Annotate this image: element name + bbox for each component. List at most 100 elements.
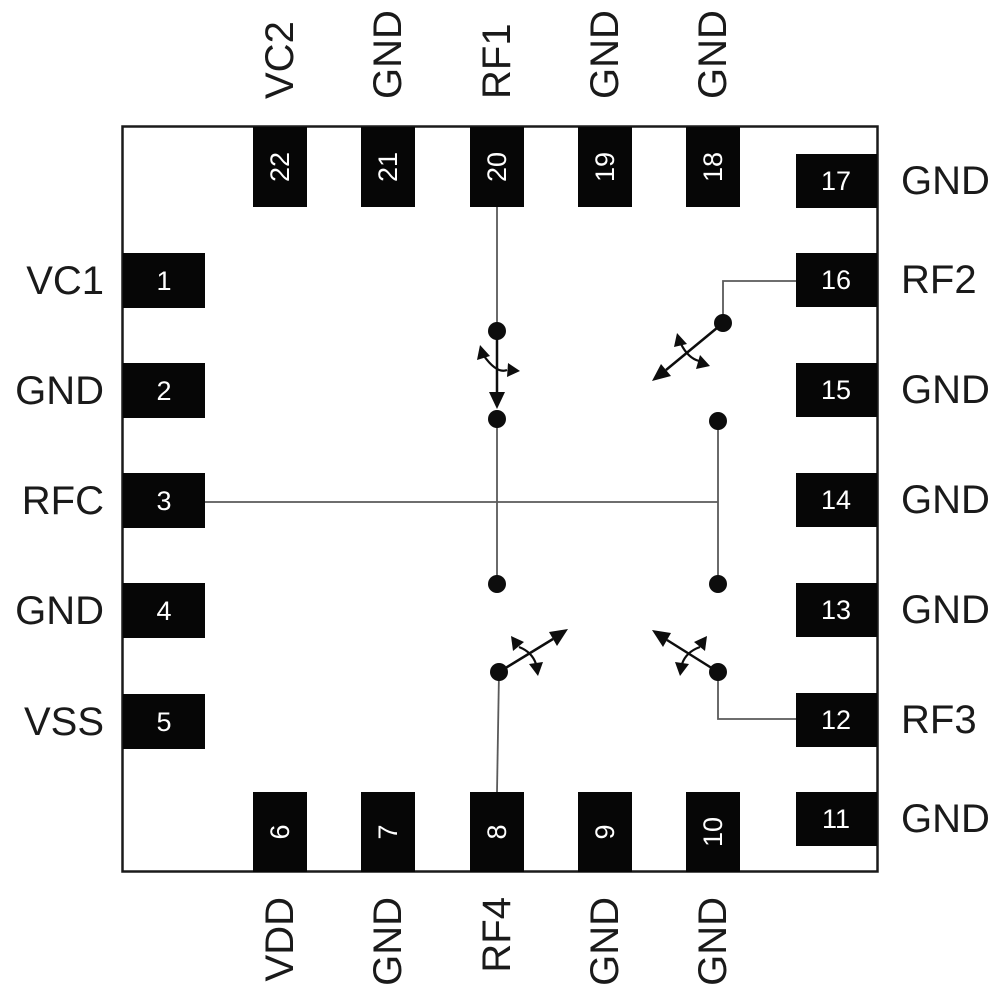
rf3-motion-head-down (675, 662, 689, 676)
rf4-switch (490, 629, 568, 681)
pad-pin-17 (796, 154, 877, 208)
pin-label-21: GND (366, 10, 410, 99)
pin-number-17: 17 (821, 166, 851, 196)
pin-label-5: VSS (24, 700, 104, 744)
pad-pin-14 (796, 473, 877, 527)
pin-number-16: 16 (821, 265, 851, 295)
pad-pin-7 (361, 792, 415, 872)
pad-pin-12 (796, 693, 877, 747)
pin-number-4: 4 (156, 596, 171, 626)
rf1-throw-dot (488, 410, 506, 428)
pad-pin-6 (253, 792, 307, 872)
rf2-feed-wire (722, 280, 796, 323)
pin-9: 9 GND (578, 792, 632, 986)
pin-number-2: 2 (156, 376, 171, 406)
rf2-motion-head-down (696, 355, 710, 369)
pin-label-3: RFC (22, 479, 104, 523)
pin-number-11: 11 (822, 804, 850, 834)
pad-pin-18 (686, 127, 740, 207)
pin-7: 7 GND (361, 792, 415, 986)
pad-pin-1 (123, 253, 205, 308)
pin-label-15: GND (901, 368, 990, 412)
pin-15: 15 GND (796, 363, 990, 417)
pin-1: 1 VC1 (26, 253, 205, 308)
pin-2: 2 GND (15, 363, 205, 418)
pin-17: 17 GND (796, 154, 990, 208)
pin-number-7: 7 (373, 824, 403, 839)
rf2-switch (652, 314, 732, 593)
pad-pin-5 (123, 694, 205, 749)
pin-number-13: 13 (821, 595, 851, 625)
rf1-switch (477, 322, 520, 593)
rf2-motion-arrow-icon (680, 343, 700, 363)
rf4-motion-head-up (511, 636, 524, 651)
pad-pin-3 (123, 473, 205, 528)
rf4-arrowhead-icon (549, 629, 568, 646)
pin-label-7: GND (366, 897, 410, 986)
pin-5: 5 VSS (24, 694, 205, 749)
pin-13: 13 GND (796, 583, 990, 637)
pin-number-22: 22 (265, 152, 295, 182)
pin-number-18: 18 (698, 152, 728, 182)
pin-19: 19 GND (578, 10, 632, 207)
rf3-switch (652, 630, 727, 681)
pin-18: 18 GND (686, 10, 740, 207)
pin-label-2: GND (15, 369, 104, 413)
pin-number-5: 5 (156, 707, 171, 737)
pin-label-6: VDD (258, 897, 302, 981)
rf2-junction-dot (714, 314, 732, 332)
pin-label-14: GND (901, 478, 990, 522)
pin-label-11: GND (901, 797, 990, 841)
internal-schematic (205, 207, 796, 793)
rf1-junction-dot (488, 322, 506, 340)
pin-number-9: 9 (590, 824, 620, 839)
rf3-motion-arrow-icon (680, 645, 701, 665)
pin-16: 16 RF2 (796, 253, 977, 307)
pin-12: 12 RF3 (796, 693, 977, 747)
rf4-switch-arm (498, 637, 554, 674)
pad-pin-10 (686, 792, 740, 872)
pin-4: 4 GND (15, 583, 205, 638)
pin-6: 6 VDD (253, 792, 307, 981)
pad-pin-2 (123, 363, 205, 418)
pad-pin-4 (123, 583, 205, 638)
pad-pin-8 (470, 792, 524, 872)
rf2-arrowhead-icon (652, 364, 671, 381)
pin-10: 10 GND (686, 792, 740, 986)
pin-label-12: RF3 (901, 698, 977, 742)
pin-label-18: GND (691, 10, 735, 99)
pin-number-12: 12 (821, 705, 851, 735)
rf1-arrowhead-icon (489, 392, 505, 409)
rf3-motion-head-up (694, 636, 707, 651)
pin-11: 11 GND (796, 792, 990, 846)
pin-label-22: VC2 (258, 21, 302, 99)
pin-number-19: 19 (590, 152, 620, 182)
pin-number-3: 3 (156, 486, 171, 516)
rf2-switch-arm (665, 322, 724, 371)
pad-pin-19 (578, 127, 632, 207)
pin-label-10: GND (691, 897, 735, 986)
pin-20: 20 RF1 (470, 23, 524, 207)
pin-number-14: 14 (821, 485, 851, 515)
pad-pin-11 (796, 792, 877, 846)
package-outline (121, 125, 879, 873)
pin-label-1: VC1 (26, 259, 104, 303)
pin-number-8: 8 (482, 824, 512, 839)
pin-22: 22 VC2 (253, 21, 307, 207)
rf3-junction-dot (709, 663, 727, 681)
pin-label-19: GND (583, 10, 627, 99)
pin-21: 21 GND (361, 10, 415, 207)
pin-label-8: RF4 (475, 897, 519, 973)
rf4-motion-head-down (529, 662, 543, 676)
pin-label-9: GND (583, 897, 627, 986)
pin-8: 8 RF4 (470, 792, 524, 973)
pin-14: 14 GND (796, 473, 990, 527)
pin-number-20: 20 (482, 152, 512, 182)
rf3-switch-arm (666, 638, 719, 674)
rf2-throw-dot (709, 412, 727, 430)
pad-pin-9 (578, 792, 632, 872)
pin-label-13: GND (901, 588, 990, 632)
pin-number-21: 21 (373, 152, 403, 182)
